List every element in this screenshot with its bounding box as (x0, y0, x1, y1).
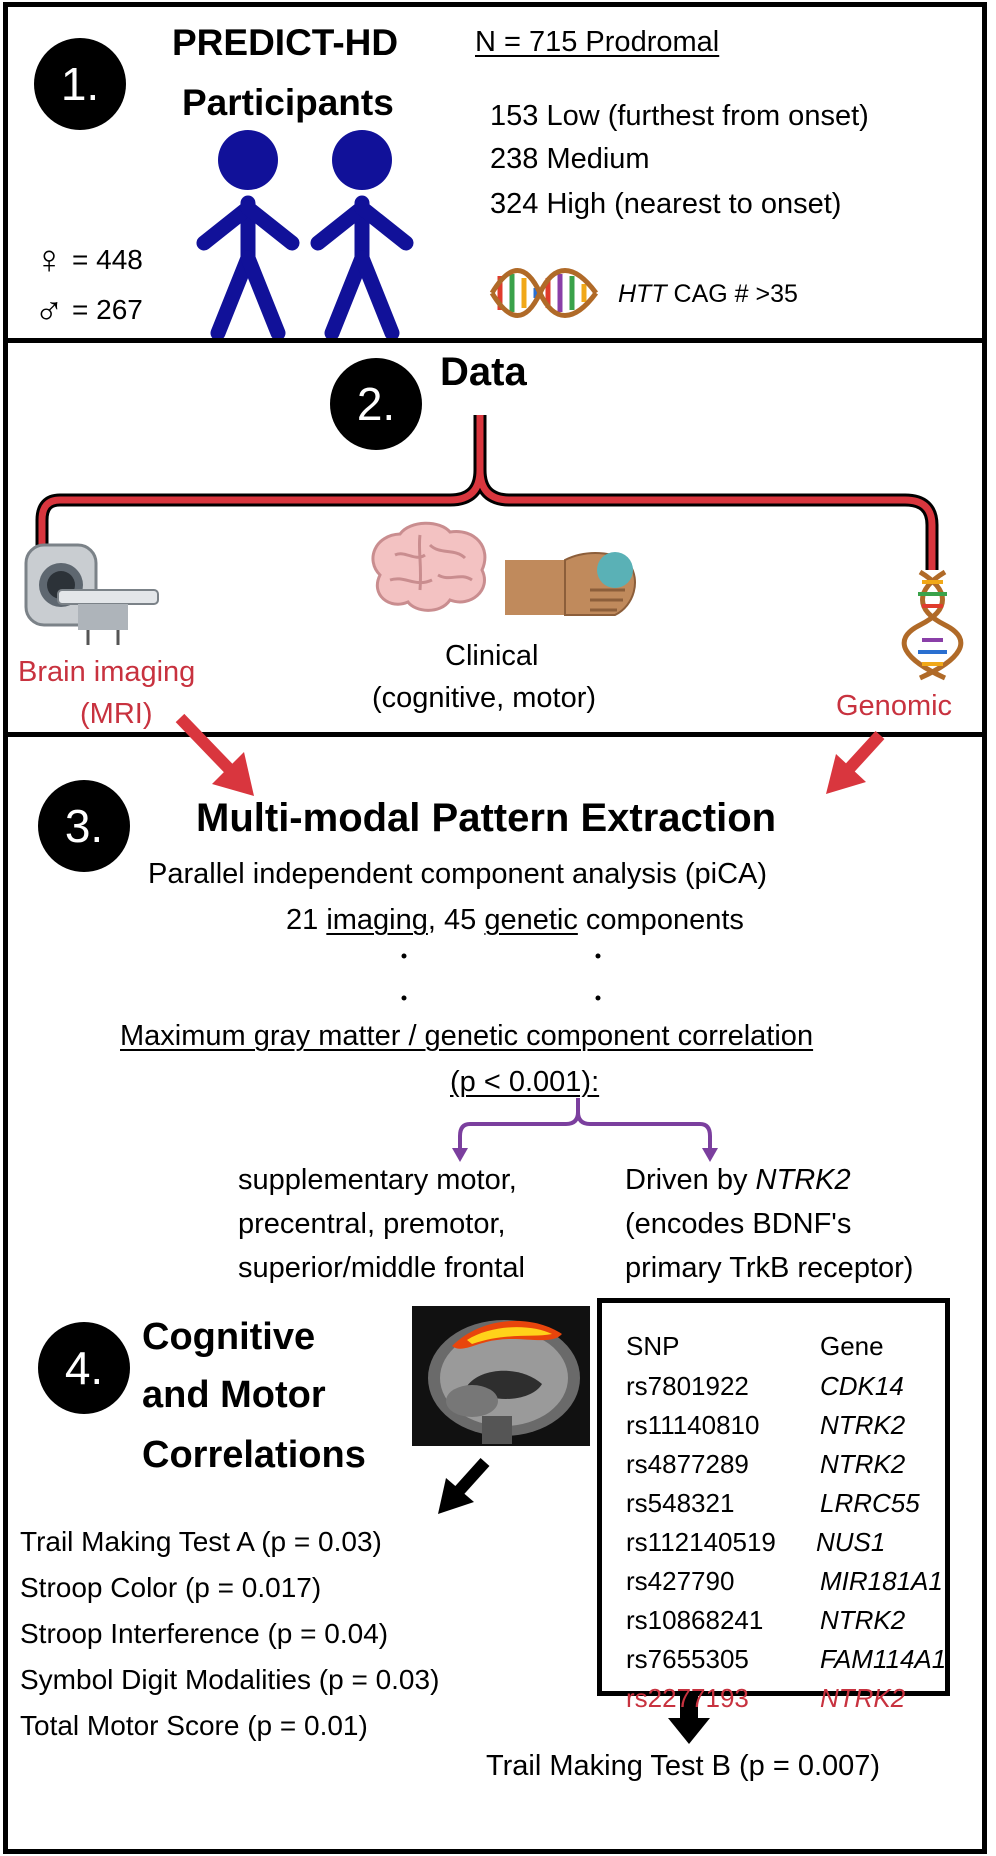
panel-data (3, 338, 987, 738)
group-low: 153 Low (furthest from onset) (490, 100, 869, 132)
brain-icon (371, 521, 487, 612)
step-number-1: 1. (34, 38, 126, 130)
max-correlation-label: Maximum gray matter / genetic component … (120, 1020, 814, 1052)
gene-name: FAM114A1 (820, 1644, 947, 1674)
participants-title-line2: Participants (182, 82, 394, 123)
step-number-label: 4. (64, 1342, 104, 1394)
hand-squeeze-ball-icon (505, 552, 636, 616)
gene-name: NUS1 (816, 1527, 886, 1557)
region-line-3: superior/middle frontal (238, 1252, 525, 1284)
step-number-3: 3. (38, 780, 130, 872)
snp-id: rs112140519 (626, 1527, 776, 1557)
result-trail-b: Trail Making Test B (p = 0.007) (486, 1750, 881, 1782)
snp-id: rs4877289 (626, 1449, 749, 1479)
step-number-label: 1. (60, 58, 100, 110)
snp-id: rs548321 (626, 1488, 735, 1518)
pica-method: Parallel independent component analysis … (148, 858, 768, 890)
region-line-1: supplementary motor, (238, 1164, 517, 1196)
dna-helix-icon (489, 268, 599, 318)
snp-id: rs11140810 (626, 1410, 760, 1440)
result-stroop-color: Stroop Color (p = 0.017) (20, 1572, 322, 1603)
correlations-title-2: and Motor (142, 1374, 326, 1416)
htt-gene: HTT (618, 280, 667, 308)
genomic-dna-icon (901, 569, 964, 681)
female-count: = 448 (72, 244, 143, 275)
mri-scanner-icon (24, 543, 159, 645)
component-counts: 21 imaging, 45 genetic components (286, 906, 744, 935)
snp-id: rs2277193 (626, 1683, 749, 1713)
driven-by-label: Driven by NTRK2 (625, 1166, 851, 1195)
snp-row-highlighted: rs2277193 NTRK2 (626, 1683, 905, 1713)
male-count: = 267 (72, 294, 143, 325)
driven-line-3: primary TrkB receptor) (625, 1252, 914, 1284)
snp-row: rs7801922 CDK14 (626, 1371, 904, 1401)
snp-row: rs10868241 NTRK2 (626, 1605, 905, 1635)
sample-size-header: N = 715 Prodromal (475, 26, 720, 58)
driven-gene: NTRK2 (755, 1164, 851, 1196)
clinical-label: Clinical (445, 640, 539, 672)
snp-table-header: SNP Gene (626, 1331, 884, 1361)
male-symbol-icon: ♂ (34, 288, 64, 332)
gene-name: NTRK2 (820, 1410, 906, 1440)
mri-slice-image (412, 1306, 590, 1446)
snp-row: rs11140810 NTRK2 (626, 1410, 905, 1440)
correlations-title-1: Cognitive (142, 1316, 316, 1358)
genetic-label: genetic (484, 904, 578, 936)
snp-id: rs10868241 (626, 1605, 764, 1635)
correlation-p-value: (p < 0.001): (450, 1066, 600, 1098)
gene-name: CDK14 (820, 1371, 904, 1401)
gene-name: NTRK2 (820, 1683, 906, 1713)
correlations-title-3: Correlations (142, 1434, 366, 1476)
female-symbol-icon: ♀ (34, 238, 64, 282)
result-trail-a: Trail Making Test A (p = 0.03) (20, 1526, 382, 1557)
snp-row: rs548321 LRRC55 (626, 1488, 920, 1518)
clinical-subtitle: (cognitive, motor) (372, 682, 597, 714)
step-number-2: 2. (330, 358, 422, 450)
snp-row: rs112140519 NUS1 (626, 1527, 885, 1557)
snp-column-header: SNP (626, 1331, 680, 1361)
step-number-label: 3. (64, 800, 104, 852)
snp-id: rs7655305 (626, 1644, 749, 1674)
gene-name: LRRC55 (820, 1488, 920, 1518)
snp-id: rs7801922 (626, 1371, 749, 1401)
panel-pattern-extraction (3, 732, 987, 1854)
genetic-component-count: , 45 (427, 904, 485, 936)
group-medium: 238 Medium (490, 143, 650, 175)
mri-label: (MRI) (80, 698, 153, 730)
htt-cag-threshold: CAG # >35 (666, 280, 798, 308)
genomic-label: Genomic (836, 690, 953, 722)
imaging-label: imaging (326, 904, 428, 936)
gene-name: MIR181A1 (820, 1566, 943, 1596)
extraction-title: Multi-modal Pattern Extraction (196, 796, 777, 840)
gene-name: NTRK2 (820, 1449, 906, 1479)
gene-name: NTRK2 (820, 1605, 906, 1635)
driven-by-prefix: Driven by (625, 1164, 756, 1196)
snp-row: rs7655305 FAM114A1 (626, 1644, 946, 1674)
participants-title-line1: PREDICT-HD (172, 22, 399, 63)
result-total-motor: Total Motor Score (p = 0.01) (20, 1710, 368, 1741)
step-number-4: 4. (38, 1322, 130, 1414)
htt-cag-label: HTT CAG # >35 (618, 282, 798, 307)
snp-id: rs427790 (626, 1566, 735, 1596)
region-line-2: precentral, premotor, (238, 1208, 506, 1240)
step-number-label: 2. (356, 378, 396, 430)
result-symbol-digit: Symbol Digit Modalities (p = 0.03) (20, 1664, 440, 1695)
data-title: Data (440, 350, 527, 394)
group-high: 324 High (nearest to onset) (490, 188, 842, 220)
driven-line-2: (encodes BDNF's (625, 1208, 852, 1240)
snp-row: rs4877289 NTRK2 (626, 1449, 905, 1479)
imaging-component-count: 21 (286, 904, 327, 936)
result-stroop-interference: Stroop Interference (p = 0.04) (20, 1618, 389, 1649)
components-label: components (577, 904, 744, 936)
brain-imaging-label: Brain imaging (18, 656, 196, 688)
snp-row: rs427790 MIR181A1 (626, 1566, 943, 1596)
participants-figures-icon (196, 130, 414, 341)
gene-column-header: Gene (820, 1331, 884, 1361)
